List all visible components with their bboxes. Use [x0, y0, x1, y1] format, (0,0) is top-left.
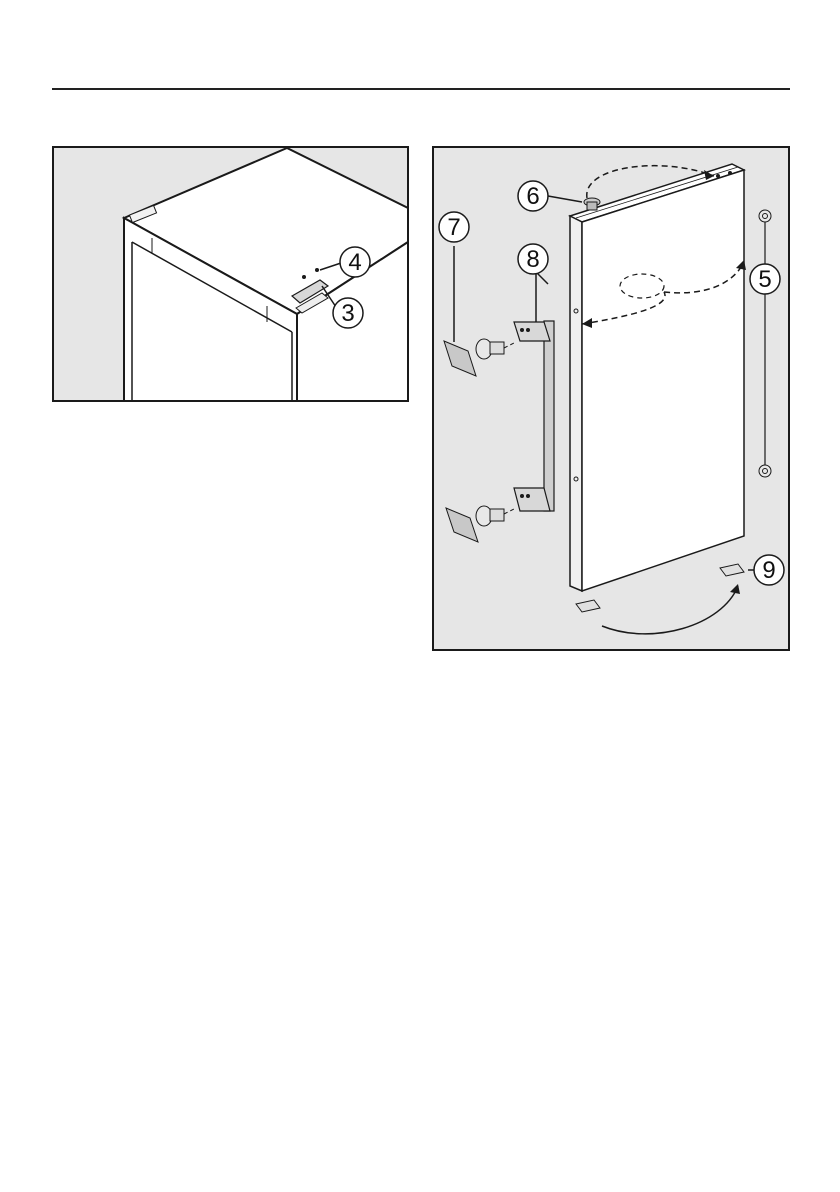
callout-9: 9 — [754, 555, 784, 585]
callout-4: 4 — [340, 247, 370, 277]
callout-7: 7 — [439, 212, 469, 242]
callout-5: 5 — [750, 264, 780, 294]
header-rule — [52, 88, 790, 90]
callout-6-label: 6 — [526, 183, 539, 210]
callout-5-label: 5 — [758, 266, 771, 293]
callout-7-label: 7 — [447, 214, 460, 241]
figure-door-reversal: 6 7 8 5 9 — [432, 146, 790, 651]
callout-8-label: 8 — [526, 246, 539, 273]
callout-9-label: 9 — [762, 557, 775, 584]
callout-8: 8 — [518, 244, 548, 274]
callout-3: 3 — [333, 298, 363, 328]
figure-appliance-top: 4 3 — [52, 146, 409, 402]
door-reversal-illustration: 6 7 8 5 9 — [432, 146, 790, 651]
appliance-door — [570, 164, 744, 591]
appliance-top-illustration: 4 3 — [52, 146, 409, 402]
callout-3-label: 3 — [341, 300, 354, 327]
callout-4-label: 4 — [348, 249, 361, 276]
